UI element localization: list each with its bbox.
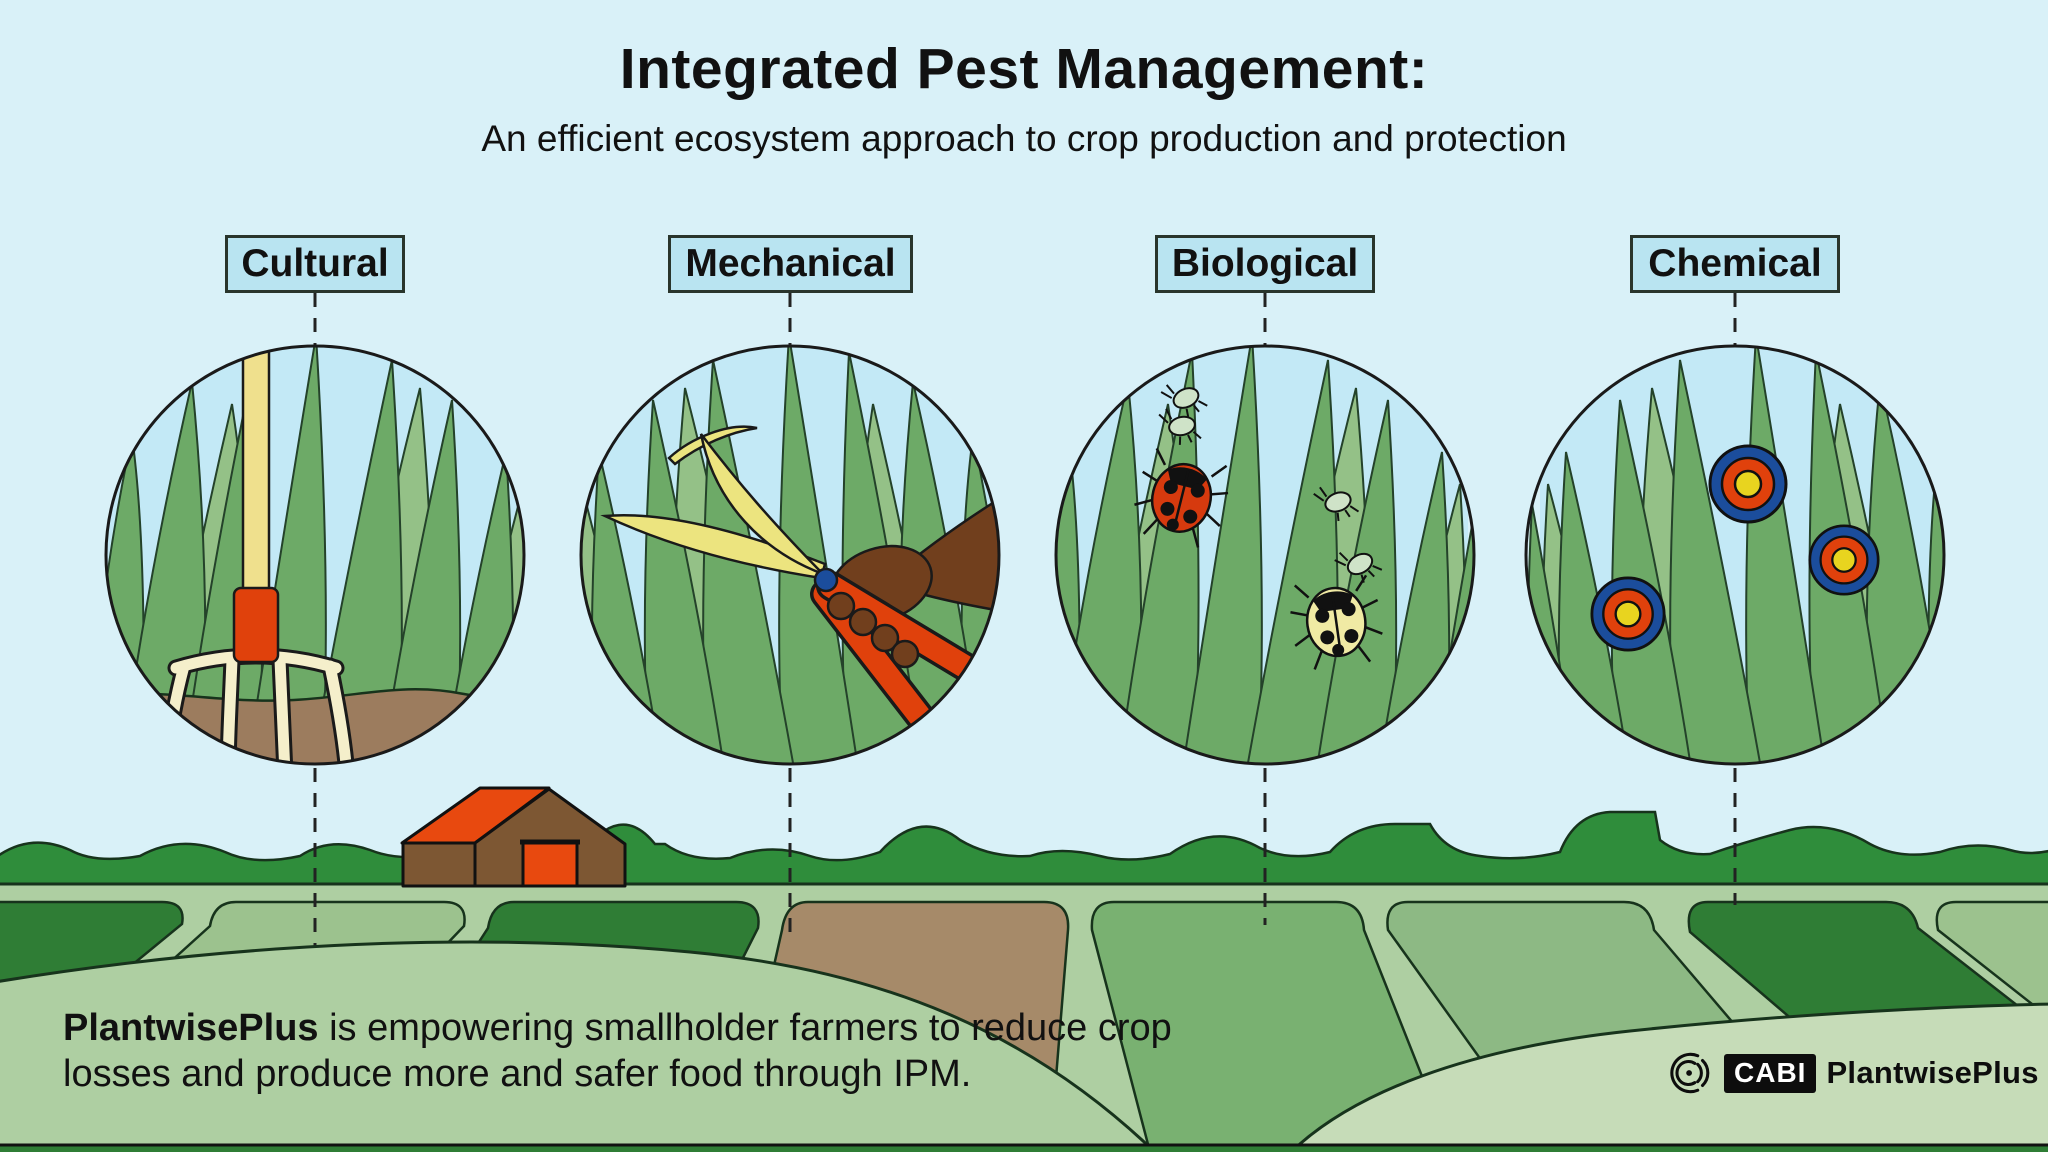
cabi-plantwiseplus-logo: CABI PlantwisePlus (1668, 1048, 2039, 1098)
page-title: Integrated Pest Management: (619, 37, 1429, 101)
label-mechanical: Mechanical (668, 235, 913, 293)
footer-body: is empowering smallholder farmers to red… (63, 1007, 1172, 1095)
foreground-field (0, 940, 1157, 1152)
barn (400, 786, 627, 888)
footer-message: PlantwisePlus is empowering smallholder … (63, 1006, 1203, 1097)
label-cultural: Cultural (225, 235, 405, 293)
footer-brand: PlantwisePlus (63, 1007, 319, 1049)
label-biological: Biological (1155, 235, 1375, 293)
plantwiseplus-wordmark: PlantwisePlus (1826, 1055, 2039, 1090)
chemical-circle-illustration (1524, 344, 1946, 766)
label-chemical: Chemical (1630, 235, 1840, 293)
cabi-wordmark: CABI (1724, 1053, 1817, 1093)
barn-door (521, 841, 579, 888)
cabi-logo-icon (1670, 1052, 1710, 1094)
pitchfork (157, 346, 356, 764)
mechanical-circle-illustration (579, 344, 1001, 766)
page-subtitle: An efficient ecosystem approach to crop … (481, 118, 1567, 159)
garden-shears-and-hand (600, 425, 999, 751)
bottom-strip (0, 1146, 2048, 1152)
foreground-field-right (1289, 1002, 2048, 1152)
biological-circle-illustration (1054, 344, 1476, 766)
